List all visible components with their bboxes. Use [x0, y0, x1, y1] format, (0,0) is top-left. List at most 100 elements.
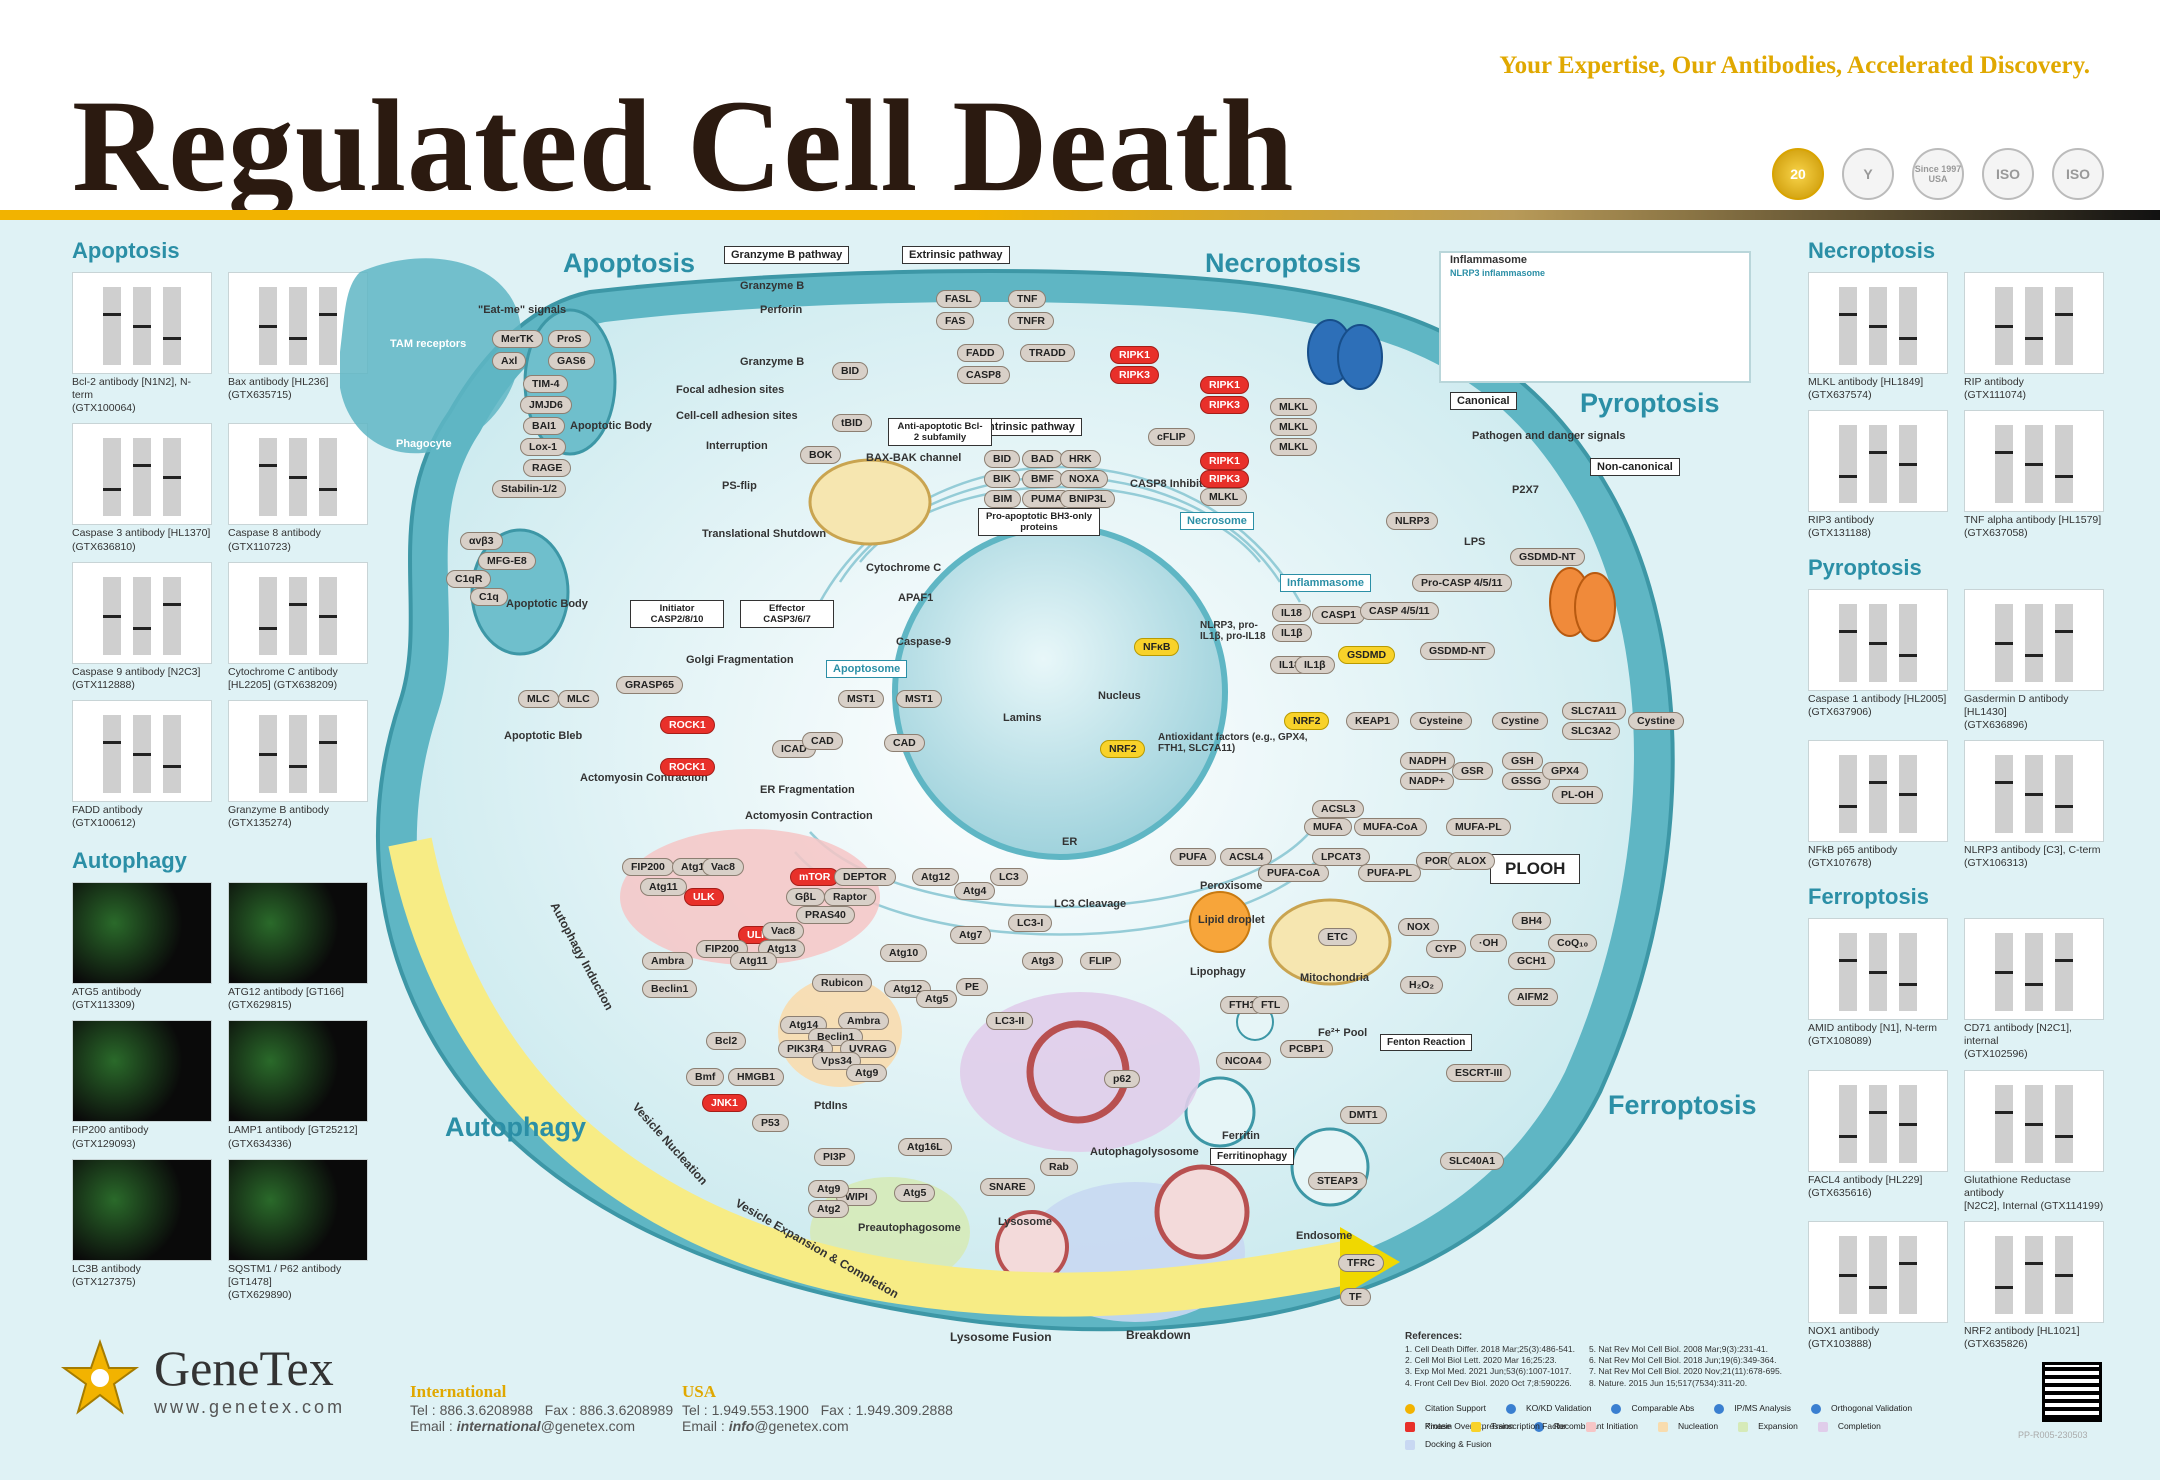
protein-alox: ALOX — [1448, 852, 1496, 870]
protein-gas6: GAS6 — [548, 352, 595, 370]
protein-ripk3c: RIPK3 — [1200, 470, 1249, 488]
antibody-card[interactable]: NRF2 antibody [HL1021](GTX635826) — [1964, 1220, 2104, 1351]
antibody-card[interactable]: NLRP3 antibody [C3], C-term(GTX106313) — [1964, 739, 2104, 870]
antibody-card[interactable]: FIP200 antibody(GTX129093) — [72, 1020, 212, 1150]
protein-slc7a11: SLC7A11 — [1562, 702, 1626, 720]
antibody-name: RIP3 antibody — [1808, 514, 1874, 527]
blot-lane — [1869, 1235, 1887, 1314]
validation-icon — [1611, 1403, 1622, 1414]
protein-casp1: CASP1 — [1312, 606, 1366, 624]
protein-nrf2b: NRF2 — [1100, 740, 1146, 758]
protein-mlc2: MLC — [558, 690, 599, 708]
antibody-card[interactable]: AMID antibody [N1], N-term(GTX108089) — [1808, 918, 1948, 1061]
antibody-card[interactable]: FADD antibody(GTX100612) — [72, 699, 212, 830]
antibody-card[interactable]: Cytochrome C antibody[HL2205] (GTX638209… — [228, 561, 368, 692]
antibody-card[interactable]: RIP antibody(GTX111074) — [1964, 272, 2104, 402]
antibody-card[interactable]: Glutathione Reductase antibody[N2C2], In… — [1964, 1069, 2104, 1213]
blot-band — [289, 337, 307, 340]
blot-band — [1839, 475, 1857, 479]
protein-atg5a: Atg5 — [916, 990, 958, 1008]
antibody-card[interactable]: CD71 antibody [N2C1], internal(GTX102596… — [1964, 918, 2104, 1061]
blot-band — [319, 740, 337, 744]
antibody-card[interactable]: RIP3 antibody(GTX131188) — [1808, 410, 1948, 540]
ferritin-vesicle — [1184, 1076, 1256, 1148]
protein-keap1: KEAP1 — [1346, 712, 1400, 730]
website-link[interactable]: www.genetex.com — [154, 1396, 346, 1417]
protein-hmgb1: HMGB1 — [728, 1068, 784, 1086]
validation-icon — [1714, 1403, 1725, 1414]
international-email-user[interactable]: international — [456, 1418, 541, 1434]
antibody-card[interactable]: FACL4 antibody [HL229](GTX635616) — [1808, 1069, 1948, 1213]
antibody-card[interactable]: MLKL antibody [HL1849](GTX637574) — [1808, 272, 1948, 402]
blot-band — [2055, 804, 2073, 808]
antibody-name: Caspase 8 antibody — [228, 527, 321, 540]
protein-cad2: CAD — [884, 734, 925, 752]
blot-band — [319, 313, 337, 316]
lc3-cleavage-label: LC3 Cleavage — [1054, 898, 1127, 910]
antibody-card[interactable]: NOX1 antibody(GTX103888) — [1808, 1220, 1948, 1351]
antibody-card[interactable]: TNF alpha antibody [HL1579](GTX637058) — [1964, 410, 2104, 540]
antibody-card[interactable]: Bcl-2 antibody [N1N2], N-term(GTX100064) — [72, 272, 212, 415]
color-legend-label: Nucleation — [1677, 1421, 1719, 1431]
antibody-card[interactable]: Granzyme B antibody(GTX135274) — [228, 699, 368, 830]
diagram-title-apoptosis: Apoptosis — [563, 248, 695, 278]
antibody-card[interactable]: SQSTM1 / P62 antibody [GT1478](GTX629890… — [228, 1158, 368, 1302]
blot-band — [1869, 325, 1887, 328]
protein-bnip3l: BNIP3L — [1060, 490, 1116, 508]
antibody-card[interactable]: Caspase 1 antibody [HL2005](GTX637906) — [1808, 588, 1948, 732]
qr-code-icon[interactable] — [2042, 1362, 2102, 1422]
international-email-domain[interactable]: @genetex.com — [540, 1418, 636, 1434]
protein-tfrc: TFRC — [1338, 1254, 1384, 1272]
blot-lane — [1995, 1084, 2013, 1163]
protein-ploh: PL-OH — [1552, 786, 1603, 804]
catalog-number: (GTX635616) — [1808, 1186, 1872, 1199]
references-left: 1. Cell Death Differ. 2018 Mar;25(3):486… — [1405, 1344, 1575, 1390]
usa-email-domain[interactable]: @genetex.com — [754, 1418, 849, 1434]
ptdins-label: PtdIns — [814, 1100, 848, 1112]
blot-band — [1839, 313, 1857, 316]
protein-gsr: GSR — [1452, 762, 1493, 780]
protein-mlkl1: MLKL — [1200, 488, 1248, 506]
western-blot-image — [228, 699, 368, 802]
protein-jmjd6: JMJD6 — [520, 396, 572, 414]
blot-lane — [103, 714, 121, 793]
blot-band — [103, 313, 121, 316]
antibody-name: NOX1 antibody — [1808, 1324, 1880, 1337]
blot-band — [2025, 792, 2043, 796]
antibody-card[interactable]: ATG5 antibody(GTX113309) — [72, 882, 212, 1012]
pro-apoptotic-box: Pro-apoptotic BH3-only proteins — [978, 508, 1100, 536]
protein-fadd: FADD — [957, 344, 1004, 362]
antibody-card[interactable]: LC3B antibody(GTX127375) — [72, 1158, 212, 1302]
protein-cystine1: Cystine — [1492, 712, 1548, 730]
color-legend-label: Initiation — [1606, 1421, 1638, 1431]
blot-band — [1839, 1134, 1857, 1138]
antibody-card[interactable]: Caspase 9 antibody [N2C3](GTX112888) — [72, 561, 212, 692]
blot-lane — [1899, 287, 1917, 365]
antibody-card[interactable]: Caspase 8 antibody(GTX110723) — [228, 423, 368, 553]
since-badge-icon: Since 1997 USA — [1912, 148, 1964, 200]
protein-cysteine1: Cysteine — [1410, 712, 1472, 730]
blot-lane — [1839, 603, 1857, 682]
granzyme-pathway-box: Granzyme B pathway — [724, 246, 850, 264]
nucleus-label: Nucleus — [1098, 690, 1141, 702]
antibody-card[interactable]: Bax antibody [HL236](GTX635715) — [228, 272, 368, 415]
reference-item: 4. Front Cell Dev Biol. 2020 Oct 7;8:590… — [1405, 1377, 1572, 1388]
antibody-card[interactable]: Gasdermin D antibody [HL1430](GTX636896) — [1964, 588, 2104, 732]
validation-legend-label: Citation Support — [1425, 1403, 1486, 1413]
protein-tnf: TNF — [1008, 290, 1047, 308]
antibody-card[interactable]: NFkB p65 antibody(GTX107678) — [1808, 739, 1948, 870]
blot-band — [1995, 780, 2013, 784]
western-blot-image — [1808, 918, 1948, 1021]
antibody-card[interactable]: ATG12 antibody [GT166](GTX629815) — [228, 882, 368, 1012]
ferritin-label: Ferritin — [1222, 1130, 1260, 1142]
immunofluorescence-image — [72, 882, 212, 985]
blot-band — [1869, 451, 1887, 455]
protein-casp4511: CASP 4/5/11 — [1360, 602, 1439, 620]
usa-email-user[interactable]: info — [728, 1418, 755, 1434]
antibody-card[interactable]: LAMP1 antibody [GT25212](GTX634336) — [228, 1020, 368, 1150]
catalog-number: (GTX113309) — [72, 999, 135, 1012]
color-legend-label: Expansion — [1758, 1421, 1798, 1431]
protein-ripk3b: RIPK3 — [1200, 396, 1249, 414]
blot-band — [1995, 451, 2013, 455]
antibody-card[interactable]: Caspase 3 antibody [HL1370](GTX636810) — [72, 423, 212, 553]
